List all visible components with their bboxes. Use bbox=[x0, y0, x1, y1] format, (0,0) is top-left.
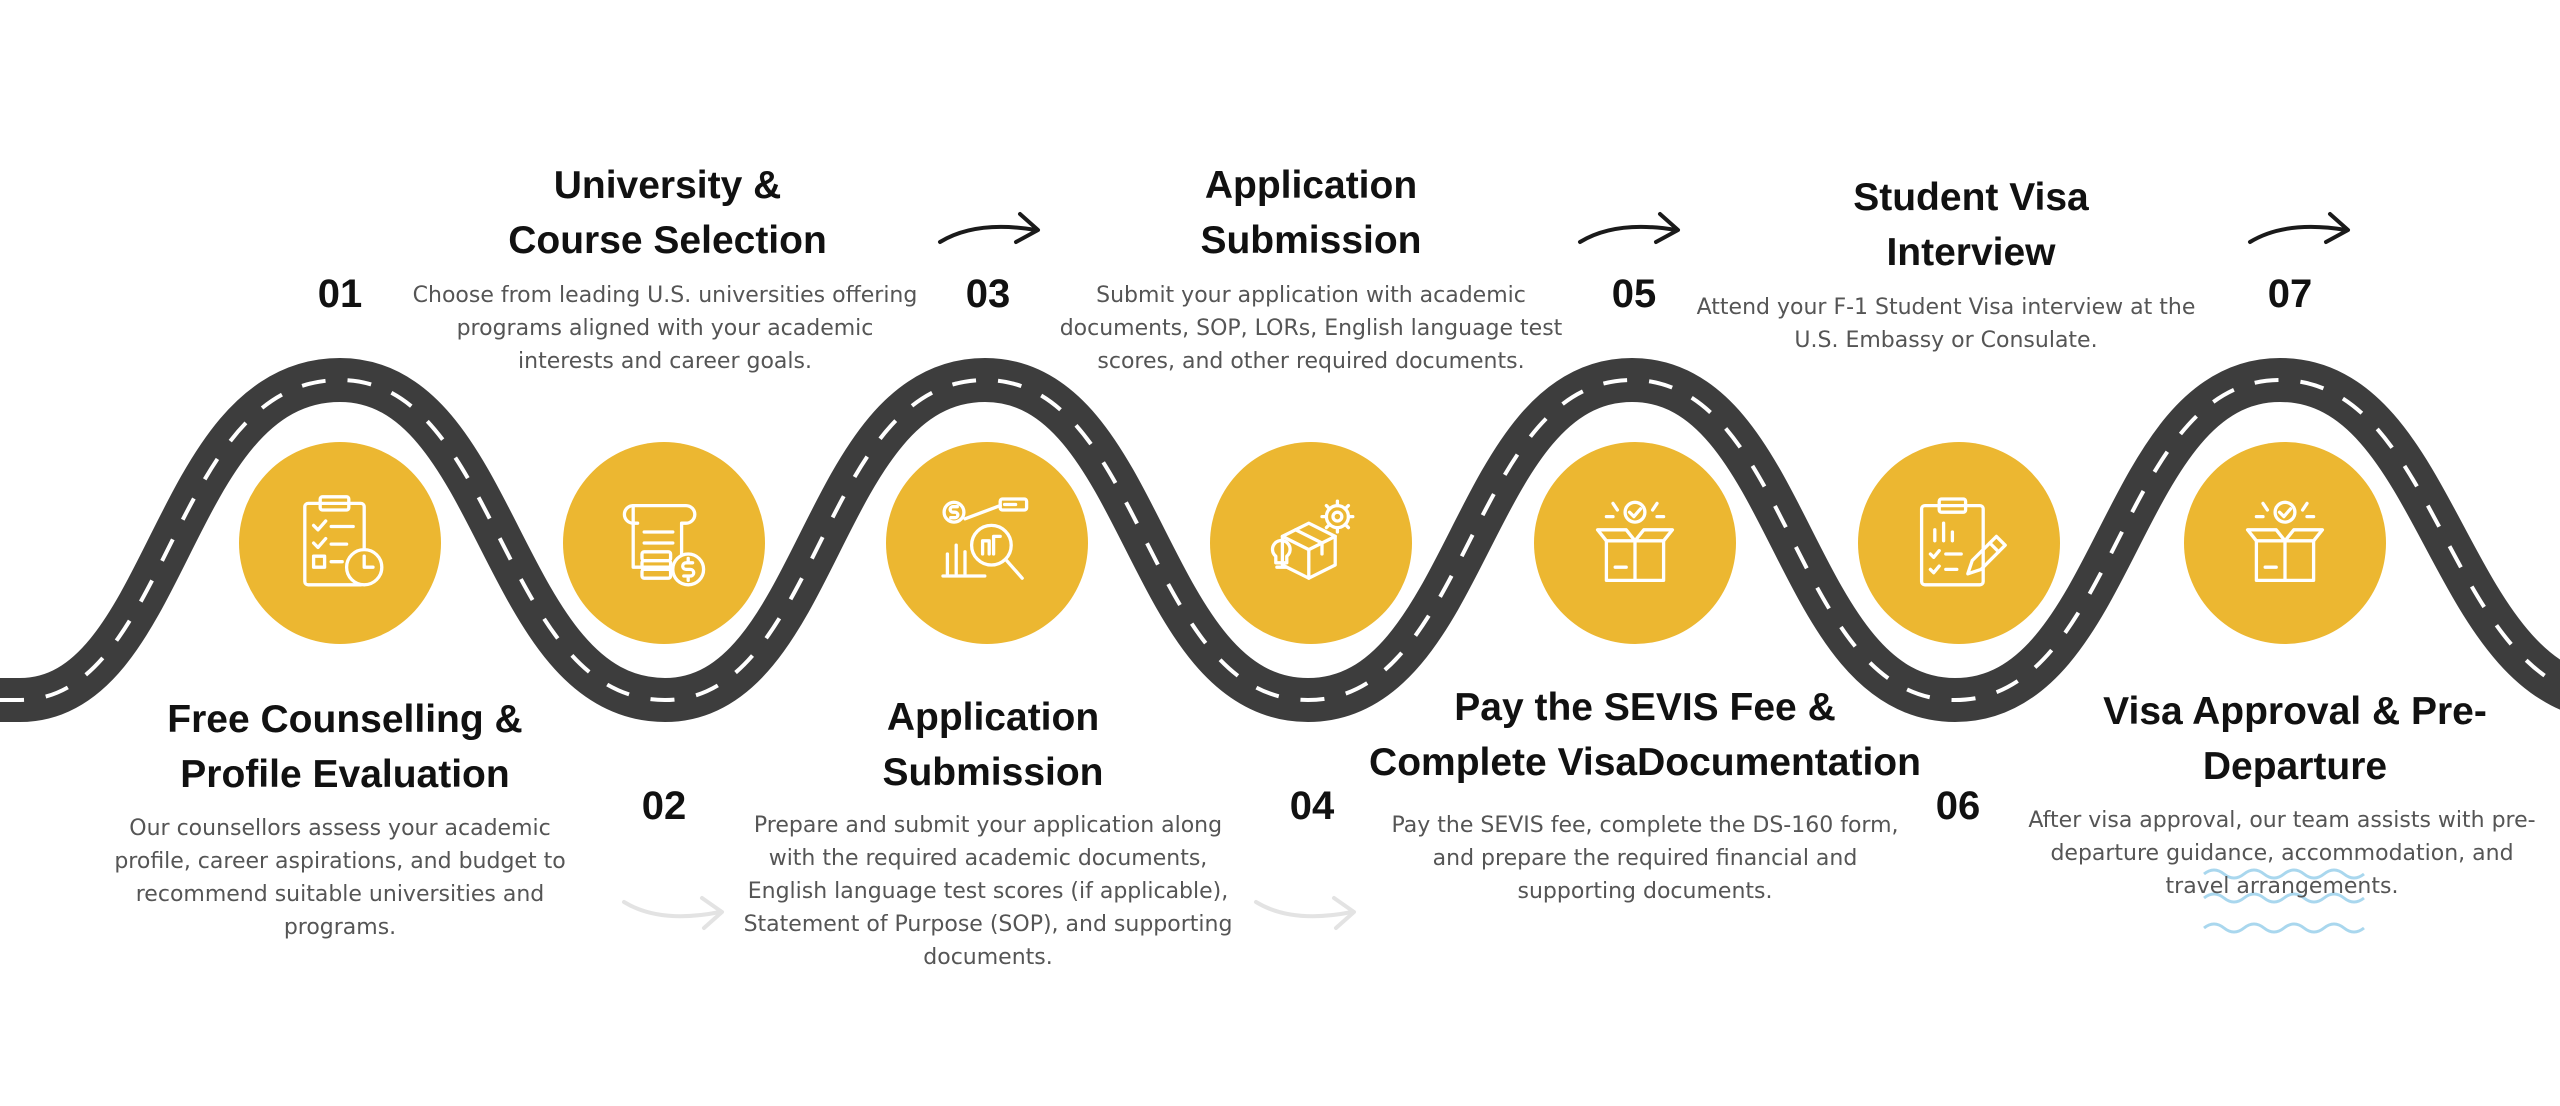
step-06-number: 06 bbox=[1935, 784, 1981, 828]
step-01-number: 01 bbox=[317, 272, 363, 316]
clipboard-clock-icon bbox=[303, 495, 384, 587]
step-05-title-line-2: Complete VisaDocumentation bbox=[1369, 741, 1921, 784]
step-01-icon-circle bbox=[239, 442, 441, 644]
step-01-title-line-2: Profile Evaluation bbox=[180, 753, 510, 796]
step-07-title-line-1: Visa Approval & Pre- bbox=[2103, 690, 2487, 733]
step-04-title: Application Submission bbox=[1056, 158, 1566, 268]
step-03-title-line-2: Submission bbox=[882, 751, 1104, 794]
step-02-title: University & Course Selection bbox=[410, 158, 925, 268]
step-04-description: Submit your application with academic do… bbox=[1059, 283, 1563, 374]
step-04-title-line-1: Application bbox=[1204, 164, 1418, 207]
step-06-title: Student Visa Interview bbox=[1716, 170, 2226, 280]
step-03-description: Prepare and submit your application alon… bbox=[743, 813, 1233, 970]
step-02-title-line-1: University & bbox=[553, 164, 782, 207]
arrow-right-icon bbox=[622, 896, 724, 930]
open-box-check-icon bbox=[2245, 500, 2325, 583]
open-box-check-icon bbox=[1595, 500, 1675, 583]
arrow-right-icon bbox=[1578, 212, 1680, 244]
clipboard-chart-pencil-icon bbox=[1919, 497, 2007, 587]
step-05-title: Pay the SEVIS Fee & Complete VisaDocumen… bbox=[1340, 680, 1950, 790]
decorative-wave-lines bbox=[2203, 868, 2365, 934]
step-06-description: Attend your F-1 Student Visa interview a… bbox=[1696, 295, 2196, 353]
step-01-title-line-1: Free Counselling & bbox=[167, 698, 523, 741]
step-03-title-line-1: Application bbox=[886, 696, 1100, 739]
step-05-number: 05 bbox=[1611, 272, 1657, 316]
step-07-number: 07 bbox=[2267, 272, 2313, 316]
step-06-icon-circle bbox=[1858, 442, 2060, 644]
step-03-title: Application Submission bbox=[738, 690, 1248, 800]
step-05-title-line-1: Pay the SEVIS Fee & bbox=[1454, 686, 1836, 729]
step-07-icon-circle bbox=[2184, 442, 2386, 644]
step-03-number: 03 bbox=[965, 272, 1011, 316]
arrow-right-icon bbox=[2248, 212, 2350, 244]
arrow-right-icon bbox=[938, 212, 1040, 244]
step-02-number: 02 bbox=[641, 784, 687, 828]
document-coins-icon bbox=[622, 503, 706, 587]
step-02-description: Choose from leading U.S. universities of… bbox=[412, 283, 918, 374]
analytics-magnifier-icon bbox=[941, 497, 1029, 580]
step-04-number: 04 bbox=[1289, 784, 1335, 828]
step-07-title: Visa Approval & Pre- Departure bbox=[2040, 684, 2550, 794]
step-07-description: After visa approval, our team assists wi… bbox=[2028, 808, 2536, 899]
step-04-icon-circle bbox=[1210, 442, 1412, 644]
step-07-title-line-2: Departure bbox=[2202, 745, 2388, 788]
step-05-description: Pay the SEVIS fee, complete the DS-160 f… bbox=[1391, 813, 1899, 904]
step-03-icon-circle bbox=[886, 442, 1088, 644]
road-lane-markings bbox=[0, 377, 2560, 703]
step-05-icon-circle bbox=[1534, 442, 1736, 644]
step-02-icon-circle bbox=[563, 442, 765, 644]
step-01-title: Free Counselling & Profile Evaluation bbox=[90, 692, 600, 802]
step-01-description: Our counsellors assess your academic pro… bbox=[114, 816, 566, 940]
step-06-title-line-1: Student Visa bbox=[1853, 176, 2089, 219]
package-gear-icon bbox=[1270, 499, 1355, 580]
step-04-title-line-2: Submission bbox=[1200, 219, 1422, 262]
step-02-title-line-2: Course Selection bbox=[508, 219, 827, 262]
step-06-title-line-2: Interview bbox=[1886, 231, 2056, 274]
arrow-right-icon bbox=[1254, 896, 1356, 930]
